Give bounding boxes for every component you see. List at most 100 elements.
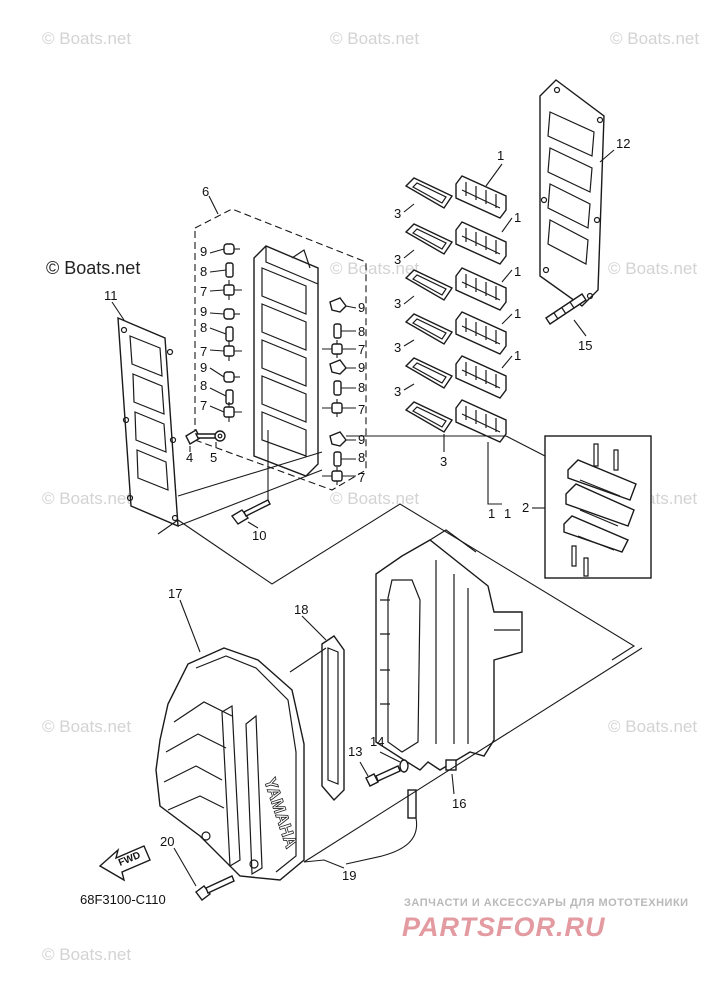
fittings-left xyxy=(223,243,242,422)
callout: 3 xyxy=(394,384,401,399)
crankcase-body xyxy=(375,529,523,771)
callout: 20 xyxy=(160,834,174,849)
callout: 1 xyxy=(514,348,521,363)
reed-valve xyxy=(455,355,507,399)
callout: 8 xyxy=(200,320,207,335)
callout: 9 xyxy=(358,432,365,447)
callout: 3 xyxy=(394,340,401,355)
callout: 1 xyxy=(497,148,504,163)
callout: 6 xyxy=(202,184,209,199)
reed-valve xyxy=(455,221,507,265)
callout: 1 xyxy=(514,306,521,321)
callout: 8 xyxy=(358,380,365,395)
nut-16 xyxy=(445,759,457,771)
reed-gasket xyxy=(404,223,454,255)
washer-5 xyxy=(214,430,226,442)
reed-gasket xyxy=(404,401,454,433)
callout: 16 xyxy=(452,796,466,811)
watermark: © Boats.net xyxy=(610,29,699,48)
callout: 14 xyxy=(370,734,384,749)
callout: 9 xyxy=(358,300,365,315)
watermark: © Boats.net xyxy=(330,259,419,278)
gasket-11 xyxy=(117,316,179,528)
intake-silencer-17: YAMAHA xyxy=(155,647,305,881)
callout: 1 xyxy=(514,264,521,279)
callout: 10 xyxy=(252,528,266,543)
washer-14 xyxy=(399,759,409,773)
callout: 12 xyxy=(616,136,630,151)
callout: 8 xyxy=(358,450,365,465)
bolt-13 xyxy=(365,765,401,787)
reed-gaskets-3 xyxy=(404,177,454,433)
reed-valve xyxy=(455,311,507,355)
reed-gasket xyxy=(404,269,454,301)
callout: 9 xyxy=(358,360,365,375)
fitting-8 xyxy=(333,323,342,339)
fitting-9 xyxy=(223,371,240,383)
callout: 9 xyxy=(200,304,207,319)
fittings-right xyxy=(322,297,347,485)
fitting-8 xyxy=(225,389,234,405)
bolt-10 xyxy=(230,499,271,525)
watermark-main: © Boats.net xyxy=(46,258,140,278)
callout: 7 xyxy=(358,342,365,357)
callout: 7 xyxy=(358,402,365,417)
fwd-arrow: FWD xyxy=(98,845,151,882)
reed-gasket xyxy=(404,357,454,389)
callout: 4 xyxy=(186,450,193,465)
stud-15 xyxy=(545,293,587,325)
reed-valve-plate xyxy=(253,245,319,477)
bolt-20 xyxy=(195,875,235,901)
callout: 9 xyxy=(200,244,207,259)
brand-tagline: ЗАПЧАСТИ И АКСЕССУАРЫ ДЛЯ МОТОТЕХНИКИ xyxy=(404,897,689,909)
gasket-12 xyxy=(539,79,605,307)
callout: 17 xyxy=(168,586,182,601)
fitting-7 xyxy=(322,467,343,485)
fitting-9 xyxy=(223,243,240,255)
callout: 2 xyxy=(522,500,529,515)
fitting-7 xyxy=(223,402,242,422)
reed-valves-1 xyxy=(455,175,507,443)
leader-lines xyxy=(111,149,643,887)
fitting-7 xyxy=(322,340,343,358)
fitting-7 xyxy=(322,399,343,417)
reed-gasket xyxy=(404,313,454,345)
callout-labels: 1 1 1 1 1 1 1 2 3 3 3 3 3 3 4 5 6 7 7 7 … xyxy=(104,136,630,883)
partsfor-branding: ЗАПЧАСТИ И АКСЕССУАРЫ ДЛЯ МОТОТЕХНИКИ PA… xyxy=(402,897,689,942)
reed-valve xyxy=(455,267,507,311)
fitting-9 xyxy=(329,359,347,375)
callout: 18 xyxy=(294,602,308,617)
reed-valve xyxy=(455,175,507,219)
reed-gasket xyxy=(404,177,454,209)
detail-inset-2 xyxy=(544,435,652,579)
watermark: © Boats.net xyxy=(330,29,419,48)
reed-valve xyxy=(455,399,507,443)
watermark: © Boats.net xyxy=(608,259,697,278)
callout: 8 xyxy=(358,324,365,339)
fitting-8 xyxy=(333,380,342,396)
callout: 15 xyxy=(578,338,592,353)
watermark: © Boats.net xyxy=(330,489,419,508)
fitting-7 xyxy=(223,341,242,361)
diagram-part-code: 68F3100-C110 xyxy=(80,892,166,907)
bolt-4 xyxy=(185,429,217,445)
callout: 7 xyxy=(200,344,207,359)
callout: 3 xyxy=(440,454,447,469)
watermark: © Boats.net xyxy=(42,489,131,508)
watermark: © Boats.net xyxy=(42,29,131,48)
fitting-8 xyxy=(225,326,234,342)
callout: 1 xyxy=(488,506,495,521)
callout: 5 xyxy=(210,450,217,465)
callout: 9 xyxy=(200,360,207,375)
fitting-8 xyxy=(333,451,342,467)
watermark: © Boats.net xyxy=(42,717,131,736)
pin-19-stub xyxy=(407,789,417,819)
callout: 1 xyxy=(504,506,511,521)
callout: 1 xyxy=(514,210,521,225)
callout: 7 xyxy=(200,398,207,413)
seal-18 xyxy=(321,635,345,802)
fitting-7 xyxy=(223,280,242,300)
watermark: © Boats.net xyxy=(42,945,131,964)
